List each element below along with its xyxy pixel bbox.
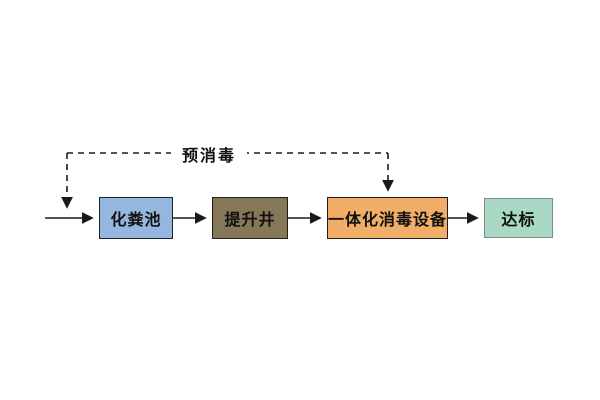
node-standard-reached-label: 达标 (501, 210, 536, 229)
node-septic-tank: 化粪池 (99, 197, 173, 239)
node-standard-reached: 达标 (484, 198, 553, 238)
node-septic-tank-label: 化粪池 (110, 210, 162, 229)
node-disinfection-unit-label: 一体化消毒设备 (328, 210, 448, 229)
pre-disinfection-label: 预消毒 (170, 142, 248, 166)
node-lift-well-label: 提升井 (224, 210, 276, 229)
node-disinfection-unit: 一体化消毒设备 (327, 197, 448, 239)
node-lift-well: 提升井 (212, 197, 288, 239)
